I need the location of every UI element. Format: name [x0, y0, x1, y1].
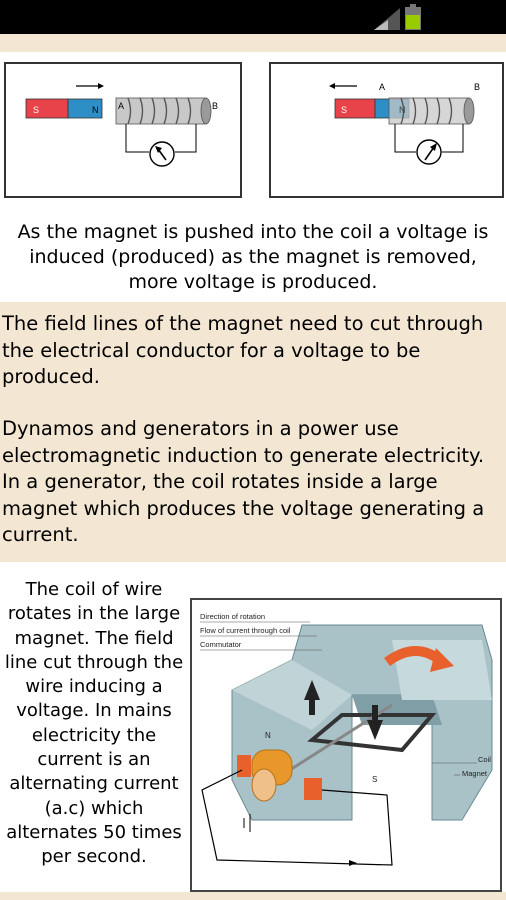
magnet-pole-s-2: S — [341, 105, 347, 115]
figure-caption: As the magnet is pushed into the coil a … — [17, 221, 489, 293]
magnet-pole-s: S — [33, 105, 39, 115]
signal-icon — [374, 8, 400, 30]
status-bar — [0, 0, 506, 34]
top-band — [0, 34, 506, 52]
magnet-pole-n: N — [92, 105, 99, 115]
label-pole-s: S — [372, 775, 377, 784]
label-magnet: Magnet — [462, 769, 488, 778]
label-pole-n: N — [265, 731, 271, 740]
coil-end-b-2: B — [474, 82, 480, 92]
generator-figure: Direction of rotation Flow of current th… — [190, 598, 502, 892]
paragraph-field-lines: The field lines of the magnet need to cu… — [2, 312, 484, 388]
battery-icon — [405, 4, 421, 30]
paragraph-dynamos: Dynamos and generators in a power use el… — [2, 417, 485, 546]
label-direction-of-rotation: Direction of rotation — [200, 612, 265, 621]
bottom-band — [0, 892, 506, 900]
magnet-coil-figure-right: S N A B — [269, 62, 504, 198]
text-band — [0, 302, 506, 562]
coil-end-b: B — [212, 101, 218, 111]
label-commutator: Commutator — [200, 640, 242, 649]
generator-description: The coil of wire rotates in the large ma… — [4, 579, 184, 868]
label-flow-of-current: Flow of current through coil — [200, 626, 291, 635]
label-coil: Coil — [478, 755, 491, 764]
coil-end-a-2: A — [379, 82, 385, 92]
coil-end-a: A — [118, 101, 124, 111]
magnet-coil-figure-left: S N A B — [4, 62, 242, 198]
magnet-pole-n-2: N — [399, 105, 406, 115]
